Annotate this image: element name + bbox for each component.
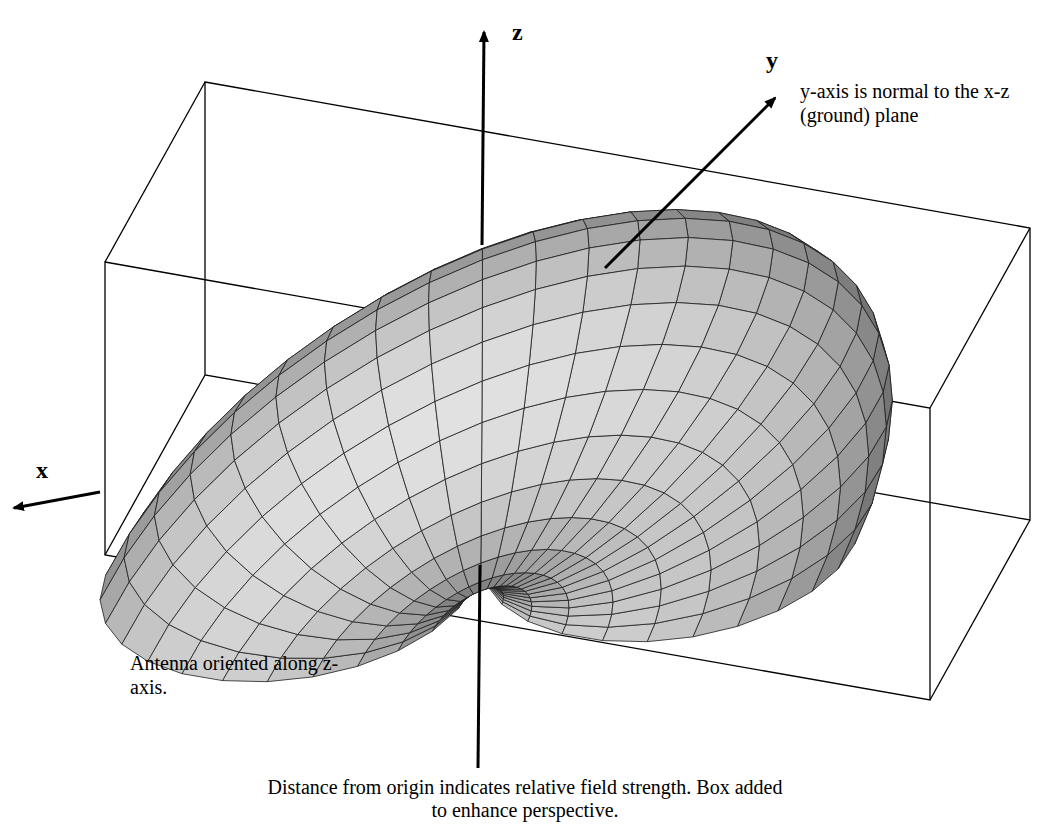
note-text: y-axis is normal to the x-z (ground) pla… bbox=[800, 80, 1035, 127]
surface-patch bbox=[524, 354, 575, 409]
x-axis bbox=[14, 492, 100, 508]
surface-patch bbox=[685, 218, 733, 240]
caption-text: Distance from origin indicates relative … bbox=[265, 776, 785, 823]
surface-patch bbox=[435, 381, 482, 441]
axis-label: z bbox=[512, 18, 523, 46]
z-axis bbox=[482, 32, 484, 245]
surface-patch bbox=[482, 365, 529, 422]
surface-patch bbox=[638, 238, 689, 269]
z-axis bbox=[478, 565, 480, 768]
surface-patch bbox=[676, 266, 729, 305]
surface-patch bbox=[389, 402, 440, 463]
axis-label: x bbox=[36, 456, 48, 484]
box-edge bbox=[930, 520, 1030, 700]
axis-label: y bbox=[766, 46, 778, 74]
note-text: Antenna oriented along z-axis. bbox=[130, 652, 360, 699]
box-edge bbox=[105, 82, 205, 262]
perspective-box bbox=[105, 82, 1030, 700]
box-front-face bbox=[105, 262, 930, 700]
surface-patch bbox=[631, 266, 685, 305]
y-axis bbox=[605, 98, 775, 268]
pattern-surface bbox=[100, 210, 892, 682]
surface-patch bbox=[685, 238, 733, 270]
box-edge bbox=[930, 228, 1030, 408]
